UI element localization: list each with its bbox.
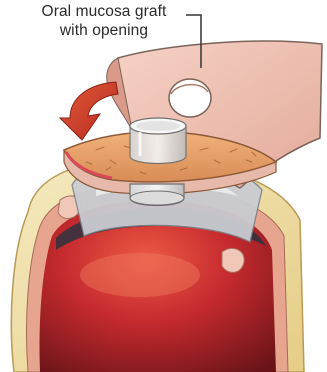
right-tissue-flap [222, 248, 244, 272]
keratoprosthesis-cylinder [130, 118, 186, 164]
cylinder-stem [130, 184, 184, 206]
callout-line-2: with opening [4, 21, 204, 40]
callout-line-1: Oral mucosa graft [4, 2, 204, 21]
curved-arrow-icon [60, 82, 118, 140]
interior-highlight [80, 253, 200, 297]
graft-callout-label: Oral mucosa graft with opening [4, 2, 204, 40]
